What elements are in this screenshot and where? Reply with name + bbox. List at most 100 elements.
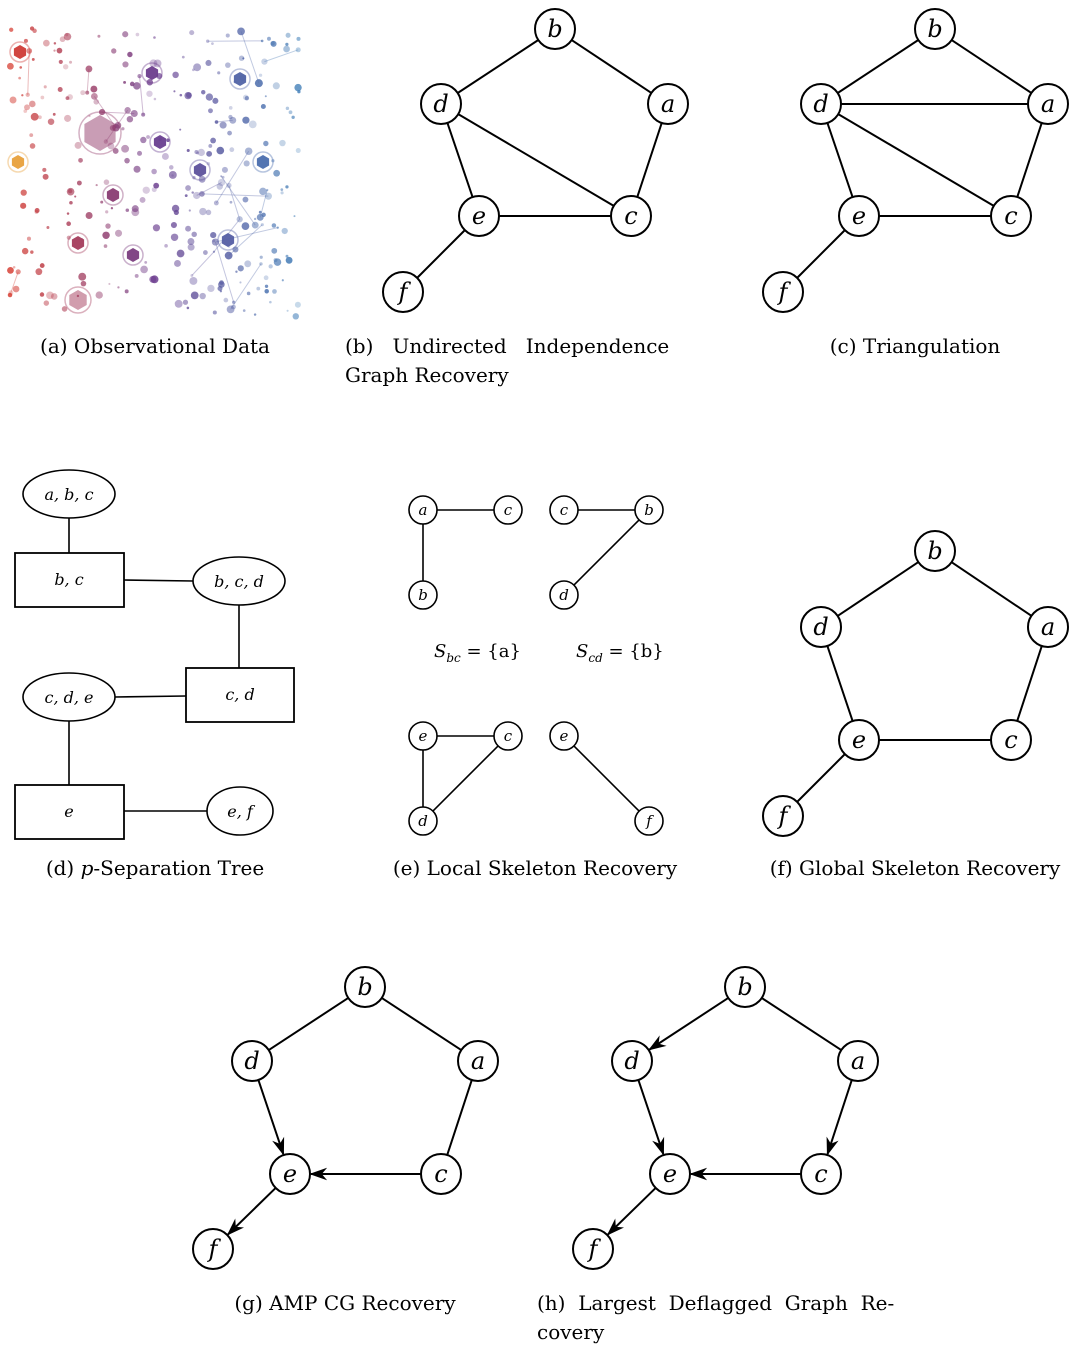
network-dot (169, 165, 174, 170)
caption-g: (g) AMP CG Recovery (234, 1291, 456, 1315)
node-d (800, 83, 842, 125)
edge-d-e (826, 122, 854, 198)
network-dot (115, 229, 123, 237)
network-dot (46, 291, 54, 300)
network-dot (260, 39, 264, 43)
network-dot (216, 183, 223, 190)
network-dot (205, 209, 212, 216)
network-dot (221, 175, 225, 179)
network-dot (153, 59, 162, 68)
network-dot (263, 275, 269, 281)
node-label-a: a (851, 1047, 865, 1075)
network-dot (12, 266, 16, 269)
network-hub-ring (252, 151, 274, 173)
arrow-b-d (648, 997, 729, 1051)
network-dot (179, 128, 182, 131)
network-dot (241, 222, 250, 230)
p-separation-tree: a, b, c b, c b, c, d c, d c, d, e e e, f (14, 469, 295, 840)
node-a (457, 1040, 499, 1082)
node-b (534, 8, 576, 50)
network-link (220, 175, 256, 226)
network-dot (185, 225, 192, 232)
network-dot (61, 306, 68, 312)
caption-d-italic: p (81, 856, 94, 880)
network-dot (285, 32, 291, 38)
network-dot (216, 146, 225, 155)
network-dot (258, 210, 262, 214)
network-dot (9, 96, 17, 104)
network-dot (191, 231, 197, 238)
network-dot (30, 250, 34, 254)
network-dot (288, 110, 293, 115)
network-dot (29, 143, 36, 149)
network-hub (11, 155, 25, 169)
network-dot (42, 173, 49, 180)
network-dot (185, 185, 191, 191)
network-dot (66, 221, 71, 227)
tree-clique-cde-label: c, d, e (44, 688, 93, 707)
network-dot (9, 27, 14, 32)
network-dot (229, 200, 233, 204)
network-dot (264, 289, 269, 294)
edge-b-d (837, 561, 919, 617)
network-dot (237, 27, 245, 36)
network-dot (271, 159, 275, 163)
network-dot (95, 183, 98, 187)
local-node-b (634, 495, 664, 525)
network-dot (58, 59, 63, 64)
network-dot (267, 36, 271, 41)
local-node-d (549, 580, 579, 610)
network-dot (189, 276, 198, 285)
arrow-e-f (606, 1187, 657, 1236)
network-dot (144, 260, 148, 264)
network-dot (224, 251, 233, 260)
network-dot (181, 55, 185, 59)
node-e (458, 195, 500, 237)
network-dot (105, 223, 111, 229)
network-dot (93, 99, 100, 105)
edge-d-c (837, 113, 995, 207)
node-a (647, 83, 689, 125)
network-hub-ring (141, 62, 163, 84)
tree-separator-cd (185, 667, 295, 723)
network-dot (202, 250, 208, 255)
network-dot (85, 212, 93, 219)
network-dot (69, 200, 73, 205)
node-e (649, 1153, 691, 1195)
network-dot (90, 92, 98, 100)
network-dot (26, 48, 33, 54)
node-f (382, 271, 424, 313)
network-dot (124, 107, 131, 114)
tree-separator-e (14, 784, 125, 840)
network-dot (171, 204, 180, 213)
network-dot (283, 45, 290, 53)
local-node-label-d: d (559, 586, 569, 604)
network-link (191, 251, 215, 276)
network-dot (65, 33, 69, 37)
node-c (800, 1153, 842, 1195)
network-dot (263, 140, 269, 147)
network-dot (174, 299, 183, 308)
tree-clique-abc (22, 469, 116, 519)
caption-c: (c) Triangulation (830, 334, 1001, 358)
network-dot (281, 279, 284, 282)
network-dot (187, 238, 195, 246)
network-dot (199, 207, 207, 216)
network-dot (63, 32, 72, 41)
network-hub (13, 45, 27, 59)
network-dot (285, 254, 289, 258)
network-dot (184, 194, 188, 198)
caption-a: (a) Observational Data (40, 334, 270, 358)
network-dot (279, 139, 286, 147)
network-dot (223, 297, 229, 303)
network-dot (124, 157, 130, 164)
network-dot (65, 96, 70, 101)
network-dot (219, 290, 223, 293)
network-hub-ring (64, 286, 92, 314)
edge-a-c (636, 122, 663, 198)
edge-e-f (796, 753, 846, 803)
node-f (762, 271, 804, 313)
network-dot (127, 51, 133, 58)
node-f (192, 1228, 234, 1270)
